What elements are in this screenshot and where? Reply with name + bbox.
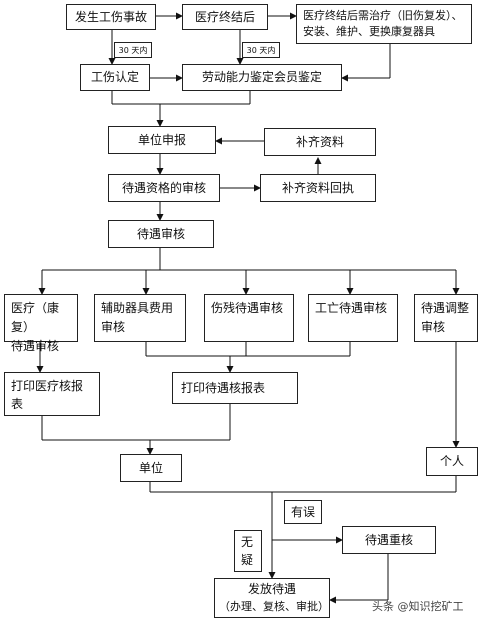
watermark-text: 头条 @知识挖矿工 (372, 600, 464, 613)
node-print-medical: 打印医疗核报表 (4, 372, 100, 416)
node-supplement-receipt: 补齐资料回执 (260, 174, 376, 202)
node-aid-cost-line1: 辅助器具费用 (101, 301, 174, 315)
node-treat-end: 医疗终结后 (182, 4, 268, 30)
node-eligibility-label: 待遇资格的审核 (121, 180, 206, 195)
node-person-label: 个人 (439, 454, 464, 468)
node-medical-review-line2: 待遇审核 (11, 339, 60, 353)
node-supplement-receipt-label: 补齐资料回执 (281, 180, 354, 195)
node-benefit-review: 待遇审核 (108, 220, 214, 248)
label-no-doubt-line2: 疑 (241, 553, 254, 567)
label-error: 有误 (284, 500, 322, 524)
node-unit-report: 单位申报 (108, 126, 216, 154)
node-unit: 单位 (120, 454, 182, 482)
node-appraisal: 劳动能力鉴定会员鉴定 (182, 64, 342, 91)
node-death-review-label: 工亡待遇审核 (315, 301, 388, 315)
node-print-benefit: 打印待遇核报表 (172, 372, 298, 404)
node-adjust-line1: 待遇调整 (421, 301, 470, 315)
node-eligibility: 待遇资格的审核 (108, 174, 220, 202)
node-recheck: 待遇重核 (342, 526, 436, 554)
node-aid-cost: 辅助器具费用审核 (94, 294, 186, 342)
node-injury: 发生工伤事故 (66, 4, 156, 30)
label-no-doubt: 无疑 (234, 530, 262, 572)
days30-a-text: 30 天内 (118, 45, 148, 55)
days30-label-a: 30 天内 (114, 42, 152, 58)
node-medical-review: 医疗（康复） 待遇审核 (4, 294, 78, 353)
days30-b-text: 30 天内 (246, 45, 276, 55)
node-aid-cost-line2: 审核 (101, 320, 126, 334)
label-no-doubt-line1: 无 (241, 535, 254, 549)
node-pay: 发放待遇 （办理、复核、审批） (214, 578, 330, 618)
node-medical-review-line1: 医疗（康复） (11, 301, 60, 334)
node-appraisal-label: 劳动能力鉴定会员鉴定 (201, 70, 322, 84)
node-person: 个人 (426, 447, 478, 476)
node-benefit-review-label: 待遇审核 (136, 226, 185, 241)
node-unit-report-label: 单位申报 (137, 132, 186, 147)
watermark: 头条 @知识挖矿工 (372, 598, 464, 614)
node-adjust-review: 待遇调整审核 (414, 294, 478, 342)
node-injury-cert: 工伤认定 (80, 64, 150, 91)
days30-label-b: 30 天内 (242, 42, 280, 58)
node-print-benefit-label: 打印待遇核报表 (181, 381, 266, 395)
node-injury-cert-label: 工伤认定 (90, 70, 139, 84)
node-unit-label: 单位 (138, 460, 163, 475)
node-print-medical-line1: 打印医疗核报 (11, 379, 84, 393)
node-recheck-label: 待遇重核 (364, 532, 413, 547)
node-disability-review-label: 伤残待遇审核 (211, 301, 284, 315)
node-death-review: 工亡待遇审核 (308, 294, 398, 342)
node-supplement-label: 补齐资料 (295, 134, 344, 149)
node-disability-review: 伤残待遇审核 (204, 294, 294, 342)
node-adjust-line2: 审核 (421, 320, 446, 334)
node-pay-line2: （办理、复核、审批） (219, 600, 329, 613)
node-treat-end-label: 医疗终结后 (194, 9, 255, 24)
node-print-medical-line2: 表 (11, 397, 24, 411)
node-pay-line1: 发放待遇 (247, 582, 296, 596)
node-post-treat: 医疗终结后需治疗（旧伤复发）、安装、维护、更换康复器具 (296, 4, 472, 44)
node-supplement: 补齐资料 (264, 128, 376, 156)
label-error-text: 有误 (290, 504, 315, 519)
node-injury-label: 发生工伤事故 (74, 9, 147, 24)
node-post-treat-label: 医疗终结后需治疗（旧伤复发）、安装、维护、更换康复器具 (303, 9, 463, 38)
